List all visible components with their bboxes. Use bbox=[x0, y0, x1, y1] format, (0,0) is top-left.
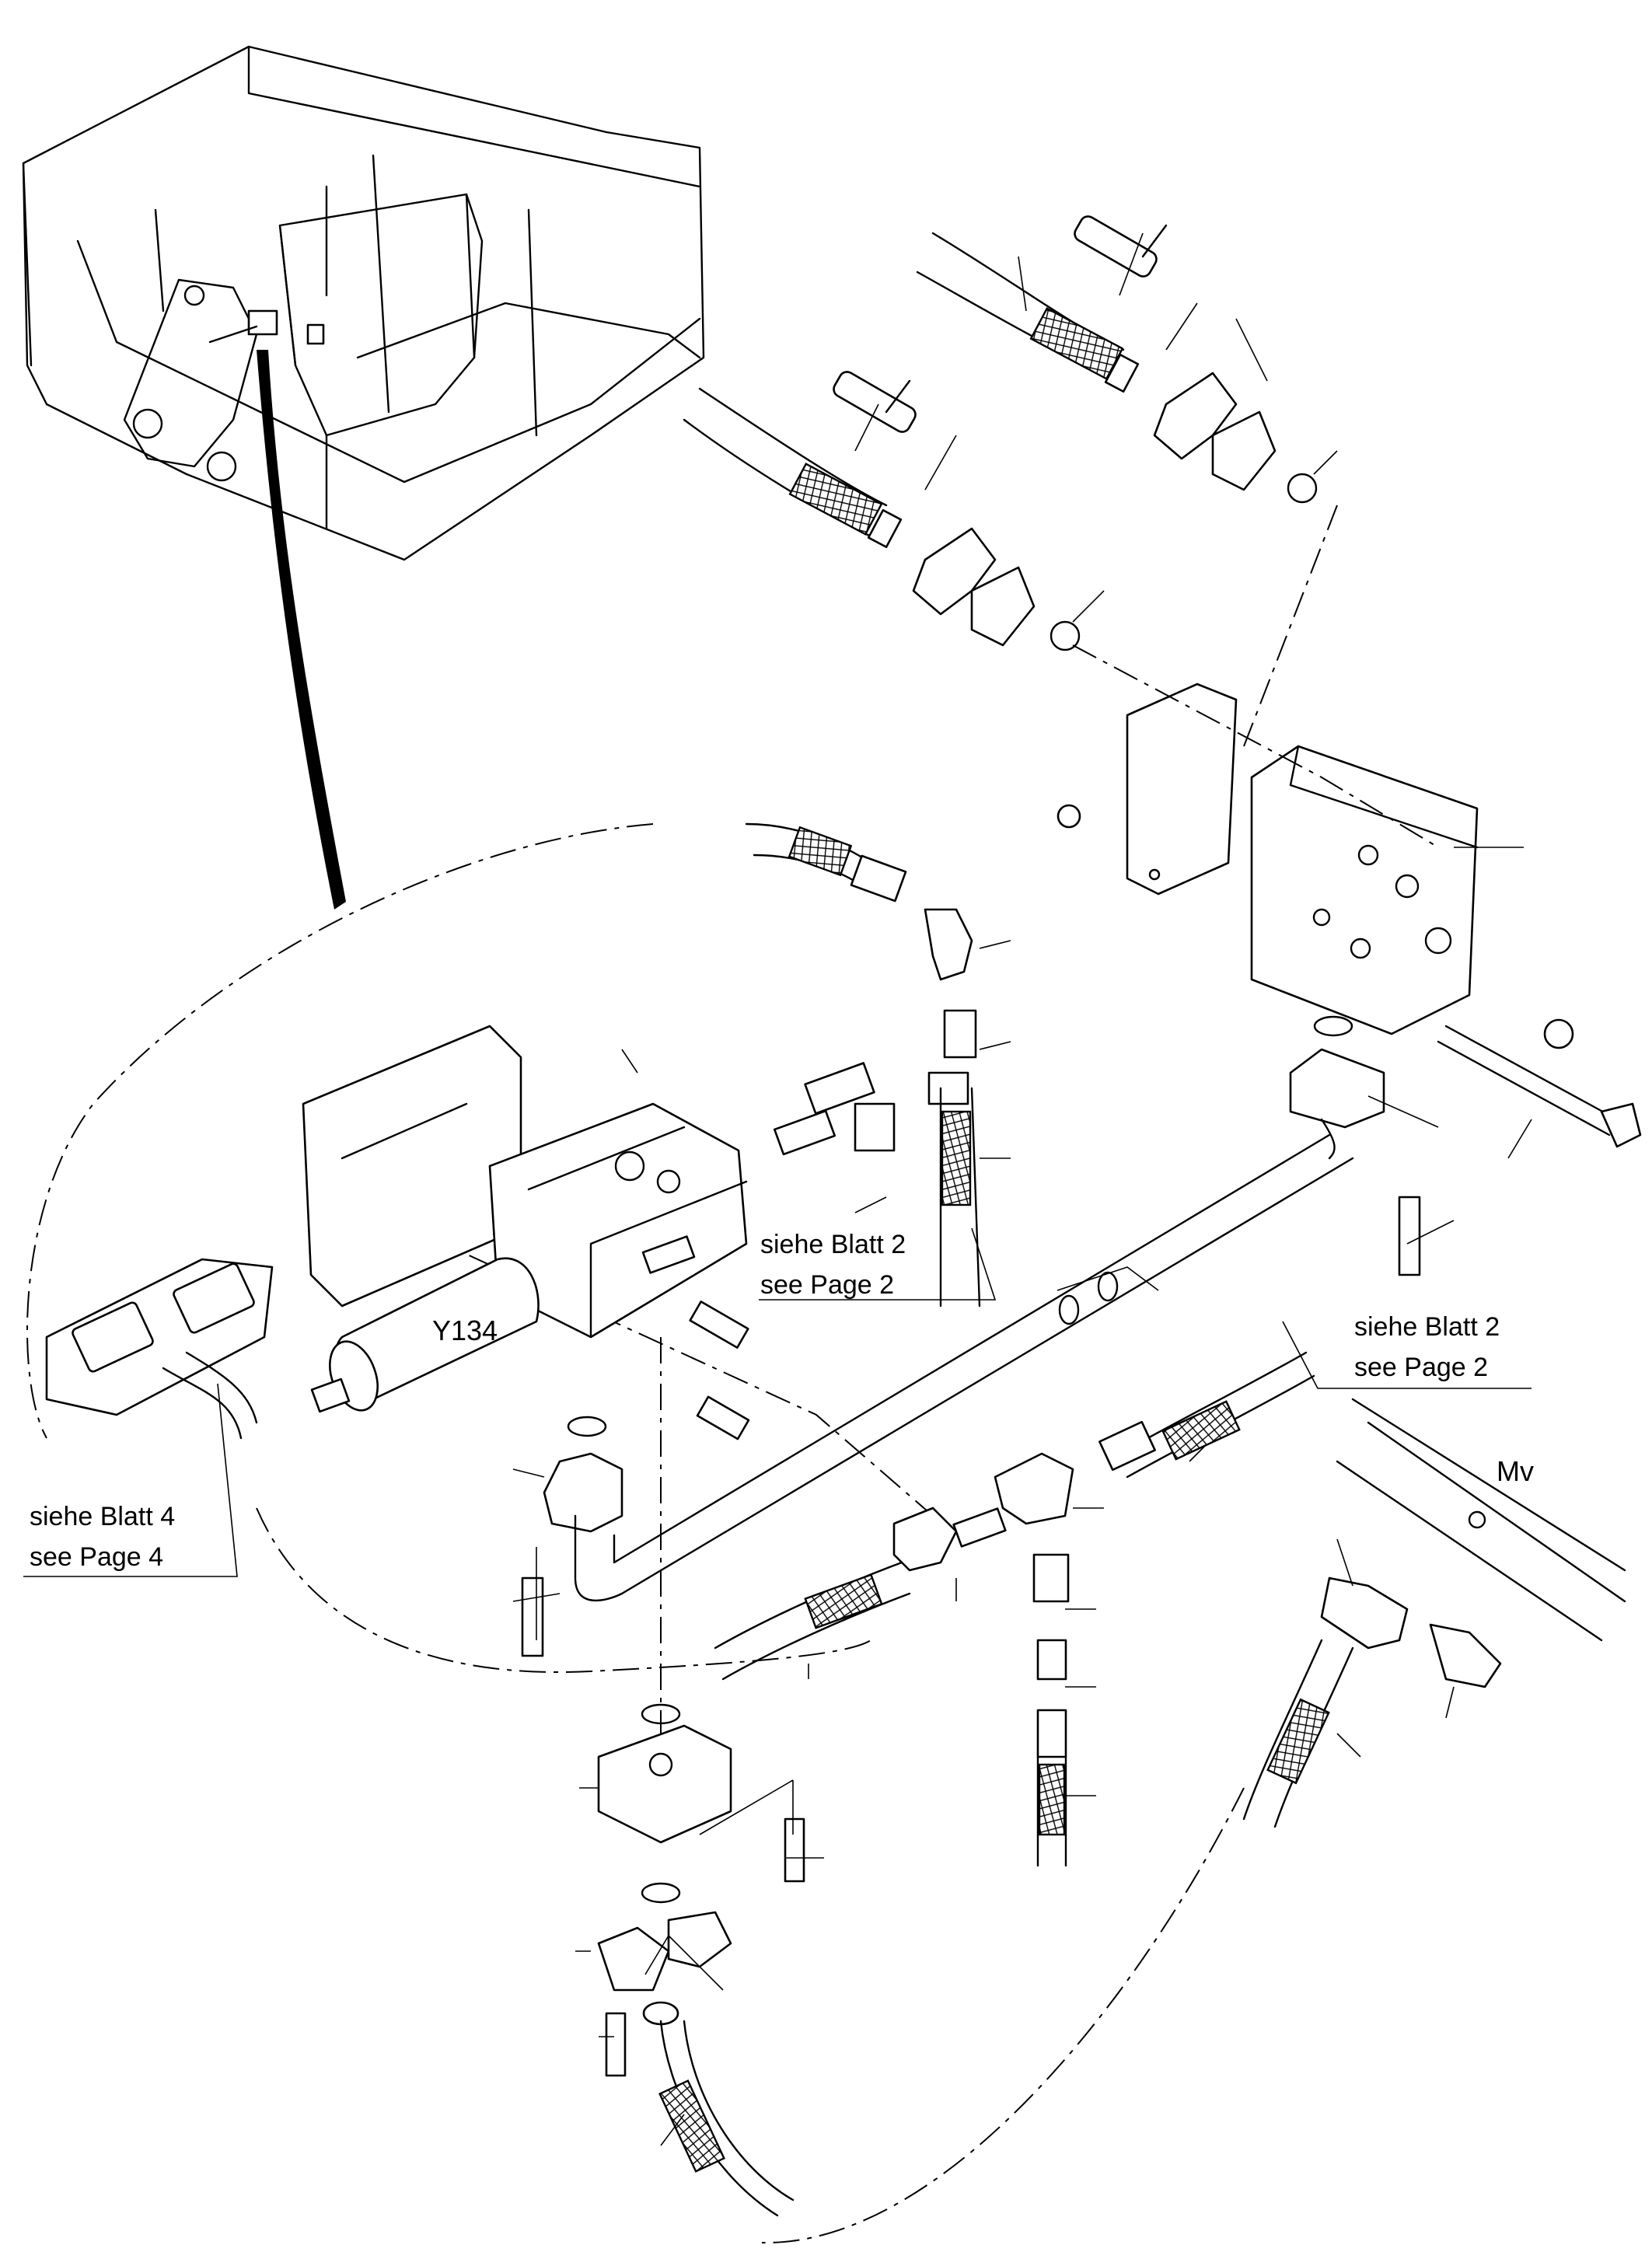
mv-rail bbox=[1242, 1398, 1626, 1828]
lower-hoses-and-tee-fittings bbox=[714, 1351, 1315, 1867]
upper-hose-with-elbow bbox=[745, 822, 981, 1308]
machine-label-mv: Mv bbox=[1497, 1455, 1534, 1487]
nut bbox=[1057, 804, 1081, 829]
component-label-y134: Y134 bbox=[432, 1315, 498, 1346]
plug bbox=[1543, 1018, 1574, 1049]
valve-assembly-y134 bbox=[302, 1025, 748, 1413]
ref-right-de: siehe Blatt 2 bbox=[1354, 1312, 1500, 1342]
reference-callout-left: siehe Blatt 4 see Page 4 bbox=[23, 1383, 238, 1577]
main-pipe bbox=[543, 1048, 1385, 1602]
ref-upper-en: see Page 2 bbox=[760, 1270, 894, 1300]
reference-callout-right: siehe Blatt 2 see Page 2 bbox=[1282, 1312, 1532, 1389]
machine-frame-overview bbox=[22, 45, 705, 910]
routing-lines bbox=[26, 505, 1439, 2244]
ref-upper-de: siehe Blatt 2 bbox=[760, 1230, 906, 1259]
upper-hose-assembly-left bbox=[683, 371, 1081, 651]
ref-left-en: see Page 4 bbox=[30, 1542, 163, 1572]
upper-hose-assembly-right bbox=[916, 215, 1318, 504]
leader-lines bbox=[512, 232, 1532, 2146]
ref-left-de: siehe Blatt 4 bbox=[30, 1502, 175, 1531]
lower-block-and-hose bbox=[597, 1724, 795, 2217]
valve-block bbox=[1250, 745, 1479, 1035]
small-bolts-and-orings bbox=[521, 1015, 1421, 2077]
solenoid-valve-detail bbox=[45, 1258, 274, 1440]
cover-plate bbox=[1126, 683, 1238, 896]
ref-right-en: see Page 2 bbox=[1354, 1353, 1488, 1382]
reference-callout-upper: siehe Blatt 2 see Page 2 bbox=[759, 1227, 997, 1301]
long-bolt bbox=[1437, 1025, 1642, 1148]
